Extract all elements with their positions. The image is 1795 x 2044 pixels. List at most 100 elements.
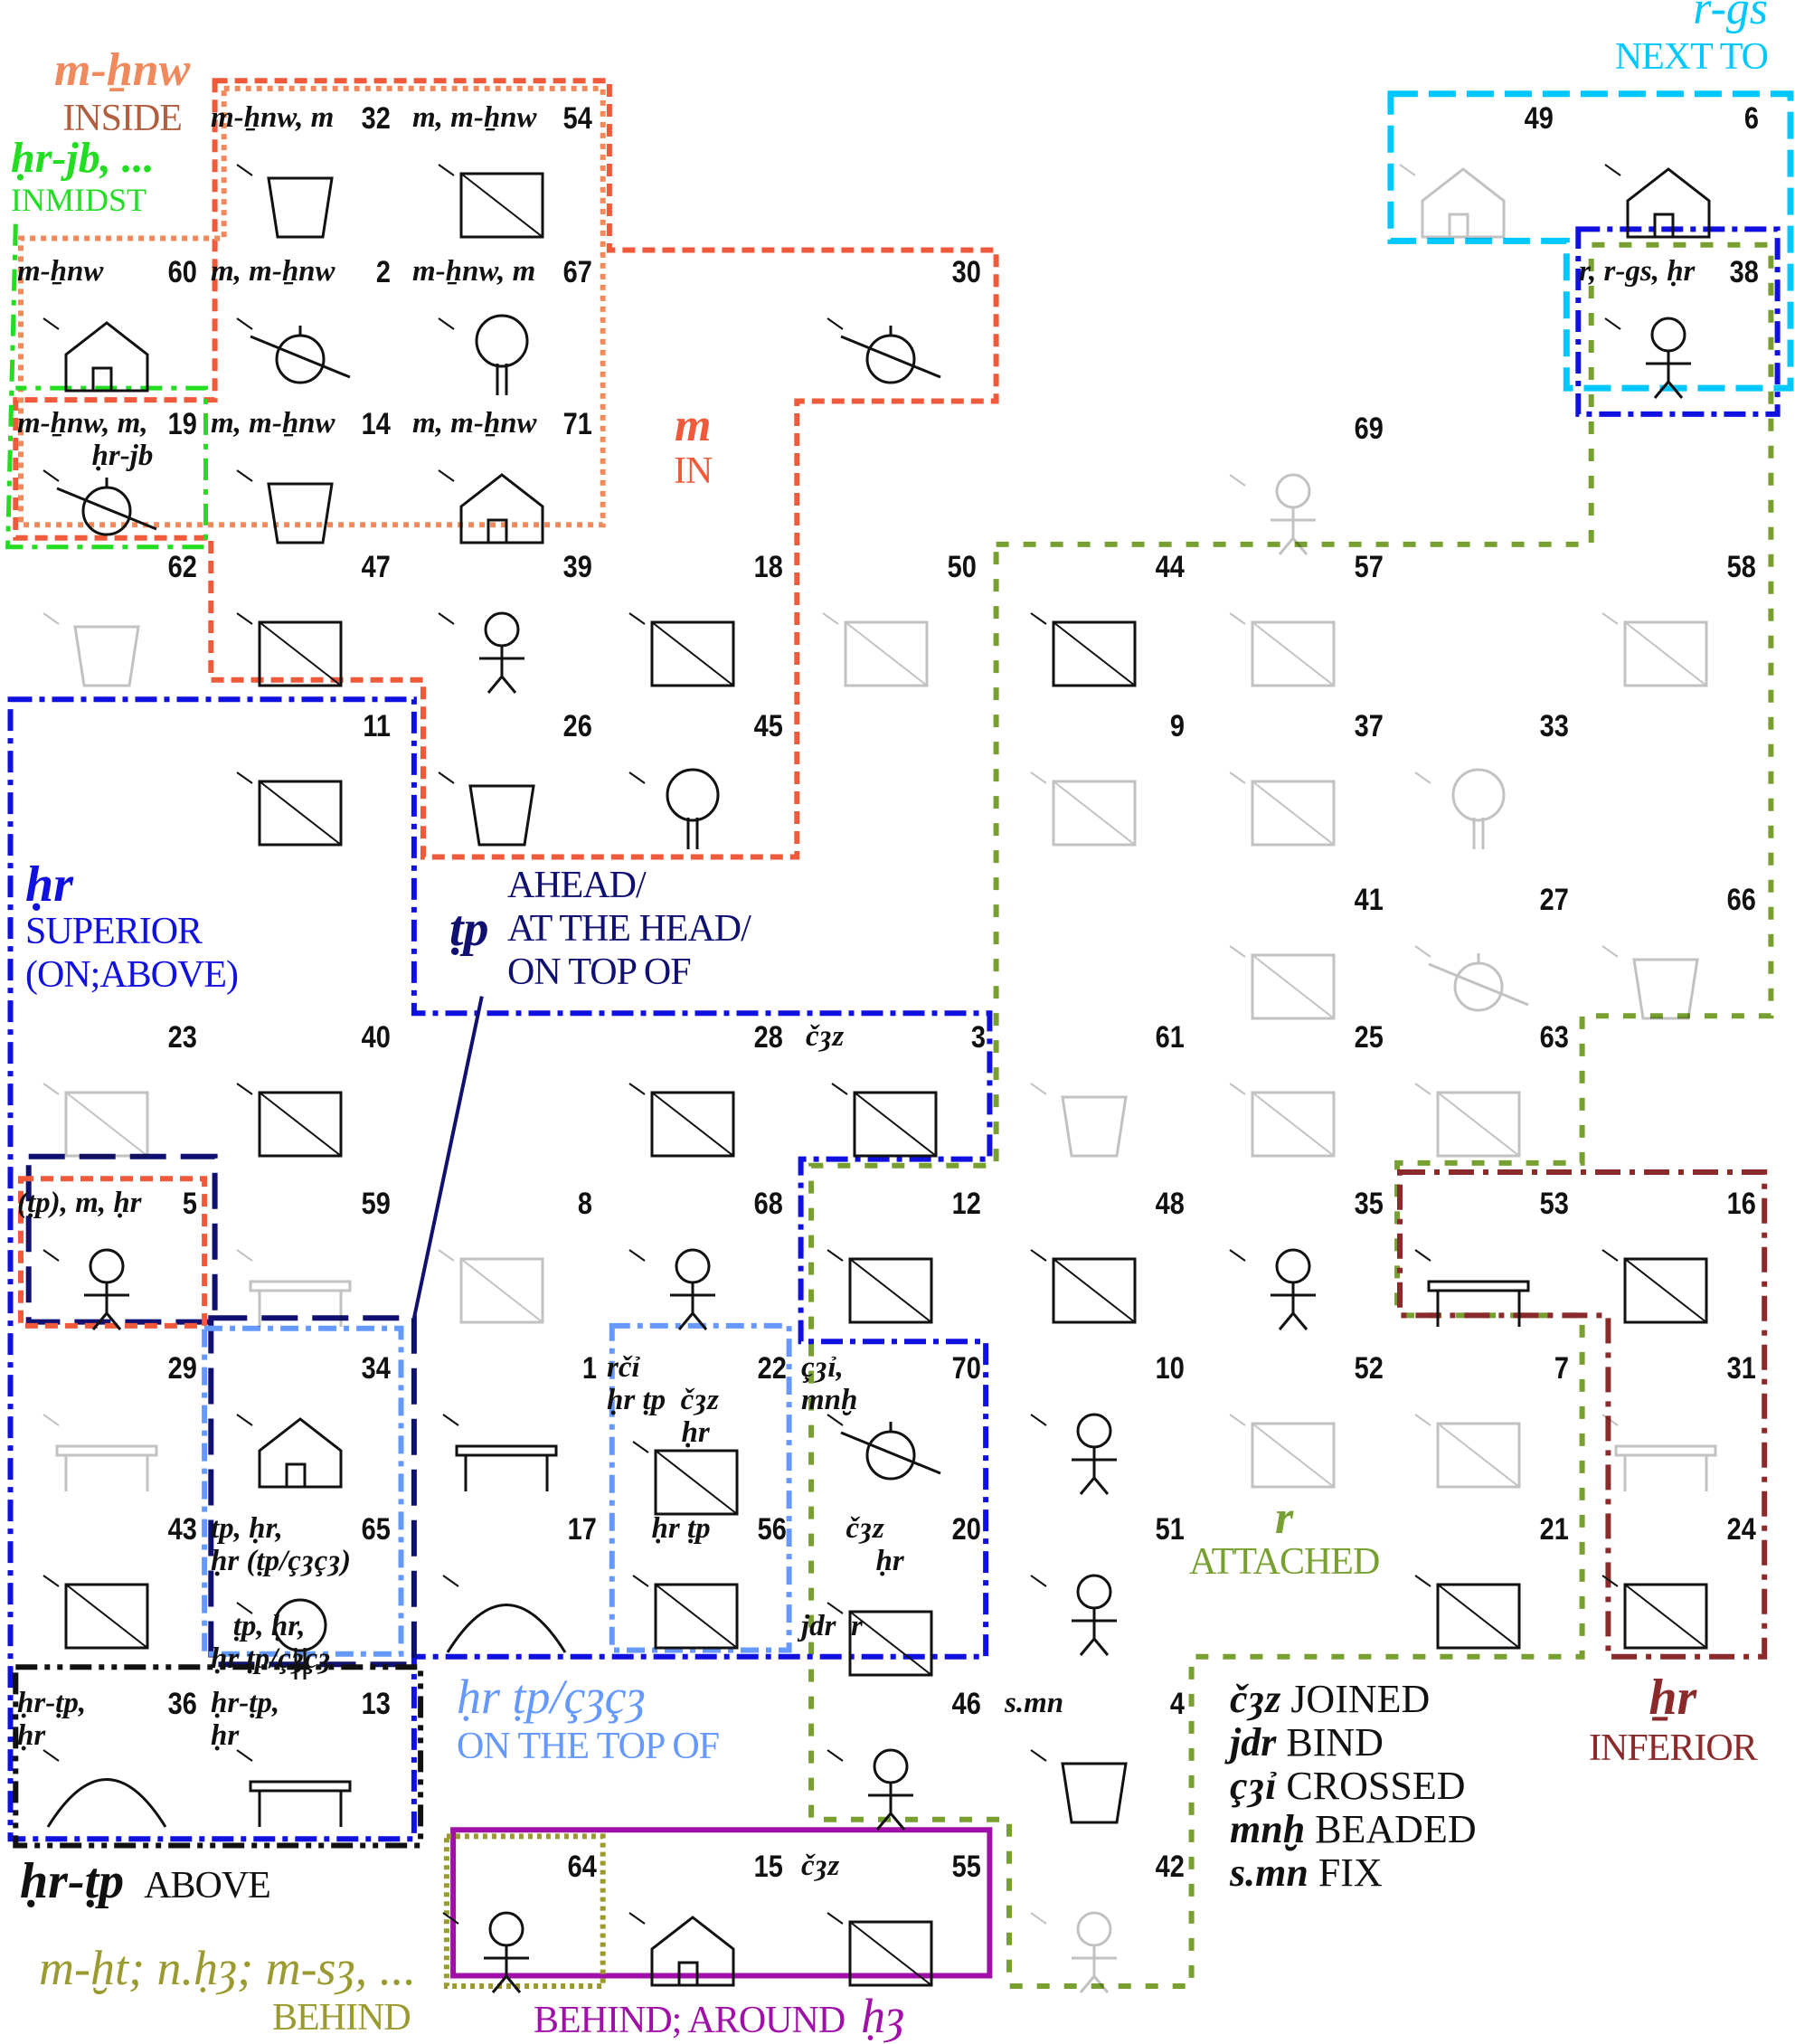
arrow-icon bbox=[628, 1912, 646, 1925]
picture-cell: 61 bbox=[999, 1020, 1185, 1174]
bowl-apple-icon bbox=[232, 309, 368, 400]
cell-number: 8 bbox=[577, 1187, 592, 1221]
hill-icon bbox=[439, 1566, 574, 1657]
cell-number: 61 bbox=[1155, 1020, 1185, 1055]
legend-item: s.mn FIX bbox=[1230, 1850, 1383, 1895]
picture-cell: 58 bbox=[1571, 550, 1756, 704]
cell-label-line: čȝz bbox=[801, 1512, 884, 1545]
picture-cell: 8 bbox=[407, 1187, 592, 1340]
rope-stump-icon bbox=[39, 1074, 175, 1165]
apple-arrow-icon bbox=[823, 309, 959, 400]
cell-number: 58 bbox=[1726, 550, 1756, 584]
cell-label: m, m-ẖnw bbox=[211, 255, 335, 288]
term-m: m bbox=[674, 400, 712, 451]
term-m-ht: m-ḫt; n.ḥȝ; m-sȝ, ... bbox=[39, 1941, 417, 1995]
cell-number: 12 bbox=[951, 1187, 981, 1221]
house-icon bbox=[39, 309, 175, 400]
cell-number: 60 bbox=[167, 255, 197, 289]
cat-table-icon bbox=[1598, 1405, 1734, 1496]
cell-label: çȝỉ,mnḫ bbox=[801, 1351, 857, 1416]
picture-cell: 69 bbox=[1198, 412, 1384, 565]
flag-icon bbox=[628, 1566, 764, 1657]
gloss-attached: ATTACHED bbox=[1189, 1541, 1380, 1583]
laundry-icon bbox=[1225, 763, 1361, 854]
cell-label-line: ḥr bbox=[211, 1719, 240, 1752]
region-label-inferior: ẖr INFERIOR bbox=[1589, 1669, 1758, 1770]
cell-number: 36 bbox=[167, 1687, 197, 1721]
cell-label-line: ḥr bbox=[801, 1545, 904, 1577]
arrow-icon bbox=[1030, 1912, 1047, 1925]
picture-cell: 47 bbox=[205, 550, 391, 704]
picture-cell: 33 bbox=[1384, 709, 1569, 863]
cell-number: 2 bbox=[375, 255, 391, 289]
arrow-icon bbox=[1604, 317, 1621, 330]
picture-cell: 40 bbox=[205, 1020, 391, 1174]
cell-label-line: (ṭp), m, ḥr bbox=[17, 1187, 142, 1219]
cell-label-line: r, r-gs, ḥr bbox=[1579, 255, 1696, 288]
arrow-icon bbox=[43, 1414, 60, 1426]
cell-number: 65 bbox=[361, 1512, 391, 1547]
picture-cell: 66 bbox=[1571, 883, 1756, 1036]
cell-label-line: ḥr bbox=[17, 1719, 46, 1752]
rope-drum-icon bbox=[823, 1904, 959, 1994]
cell-number: 6 bbox=[1743, 101, 1759, 136]
cell-label-line: čȝz bbox=[801, 1850, 840, 1882]
table-cup-icon bbox=[439, 1405, 574, 1496]
gloss-behind: BEHIND bbox=[272, 1997, 411, 2039]
cell-number: 45 bbox=[753, 709, 783, 743]
picture-cell: 1 bbox=[411, 1351, 597, 1505]
ladder-icon bbox=[1598, 604, 1734, 695]
picture-cell: 11 bbox=[205, 709, 391, 863]
dog-basket-icon bbox=[232, 604, 368, 695]
arrow-icon bbox=[236, 612, 253, 625]
border-head-house bbox=[208, 1315, 417, 1668]
picture-cell: 52 bbox=[1198, 1351, 1384, 1505]
border-superior bbox=[7, 696, 993, 1842]
apple-plate-icon bbox=[39, 461, 175, 552]
arrow-icon bbox=[827, 1912, 844, 1925]
arrow-icon bbox=[1601, 945, 1619, 958]
potholder-icon bbox=[1598, 1566, 1734, 1657]
region-label-behind: m-ḫt; n.ḥȝ; m-sȝ, ... BEHIND bbox=[39, 1940, 416, 2039]
hill-tree-icon bbox=[232, 1594, 368, 1684]
region-label-around: BEHIND; AROUND ḥȝ bbox=[534, 1988, 904, 2044]
legend-item: mnḫ BEADED bbox=[1230, 1807, 1477, 1851]
arrow-icon bbox=[1601, 1414, 1619, 1426]
tablecloth-icon bbox=[39, 1405, 175, 1496]
cell-label-line: tp, ḥr, bbox=[211, 1512, 283, 1545]
room-lamp-icon bbox=[1225, 1405, 1361, 1496]
arrow-icon bbox=[236, 771, 253, 784]
lamp-table-icon bbox=[232, 1741, 368, 1831]
doghouse-icon bbox=[434, 461, 570, 552]
bucket-icon bbox=[232, 461, 368, 552]
brick-wall-icon bbox=[434, 1241, 570, 1331]
cell-number: 34 bbox=[361, 1351, 391, 1386]
picture-cell: 24 bbox=[1571, 1512, 1756, 1666]
hat-icon bbox=[39, 1241, 175, 1331]
cell-label: ḥr-ṭp,ḥr bbox=[211, 1687, 279, 1752]
arrow-icon bbox=[236, 1083, 253, 1095]
picture-cell: 6 bbox=[1573, 101, 1759, 255]
balloon-icon bbox=[1225, 604, 1361, 695]
legend-item: çȝỉ CROSSED bbox=[1230, 1764, 1466, 1808]
cell-number: 66 bbox=[1726, 883, 1756, 917]
term-r: r bbox=[1275, 1492, 1294, 1544]
cell-number: 41 bbox=[1354, 883, 1384, 917]
picture-cell: 41 bbox=[1198, 883, 1384, 1036]
region-label-in: m IN bbox=[674, 400, 713, 493]
arrow-icon bbox=[827, 1249, 844, 1262]
cell-number: 10 bbox=[1155, 1351, 1185, 1386]
picture-cell: 68 bbox=[598, 1187, 783, 1340]
cell-number: 64 bbox=[567, 1850, 597, 1884]
cell-label: m-ẖnw, m bbox=[412, 255, 535, 288]
cell-number: 3 bbox=[970, 1020, 986, 1055]
cell-number: 17 bbox=[567, 1512, 597, 1547]
arrow-icon bbox=[1414, 1575, 1431, 1587]
arrow-icon bbox=[43, 1575, 60, 1587]
cell-label: m-ẖnw, m bbox=[211, 101, 334, 134]
